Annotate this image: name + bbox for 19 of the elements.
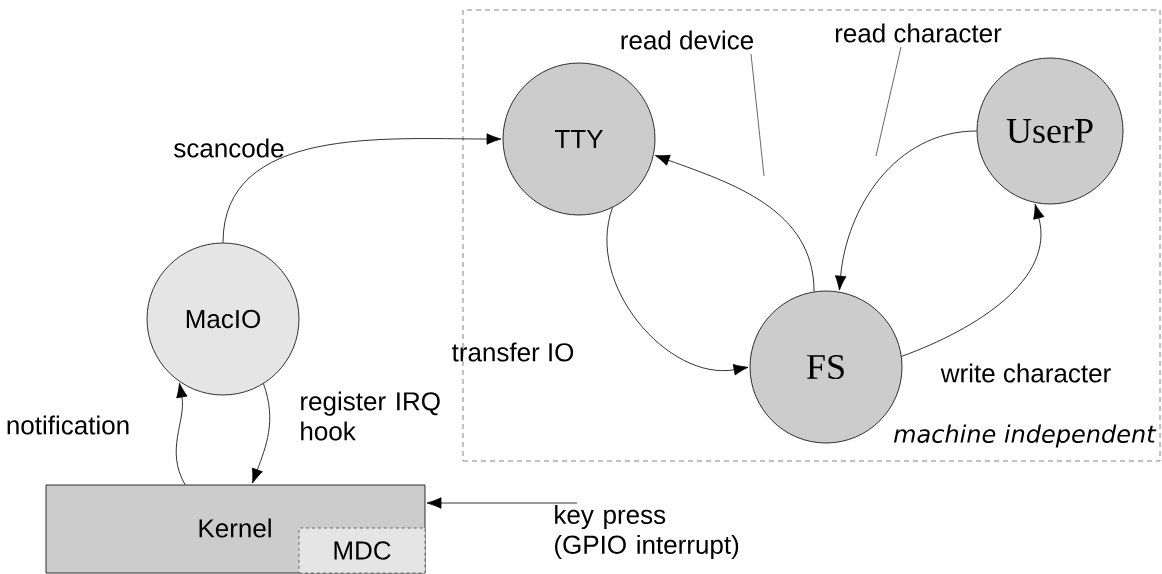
arrow — [606, 207, 749, 376]
module-box: MDC — [298, 527, 426, 574]
leader-line — [875, 46, 902, 157]
leader-line — [750, 53, 765, 177]
edge-label: key press (GPIO interrupt) — [555, 504, 739, 560]
edge-label: notification — [7, 415, 129, 435]
arrow — [222, 133, 502, 243]
edge-label: scancode — [174, 138, 284, 158]
leader-text: read device — [621, 30, 753, 50]
edge-label: transfer IO — [452, 342, 574, 362]
arrow — [175, 382, 188, 485]
arrow — [426, 497, 578, 509]
arrow — [901, 204, 1045, 357]
edge-label: write character — [940, 363, 1111, 383]
arrow — [251, 383, 271, 484]
leader-text: read character — [835, 23, 1002, 43]
edge-label: register IRQ hook — [301, 391, 440, 441]
arrow — [834, 130, 977, 291]
arrow — [654, 154, 815, 292]
